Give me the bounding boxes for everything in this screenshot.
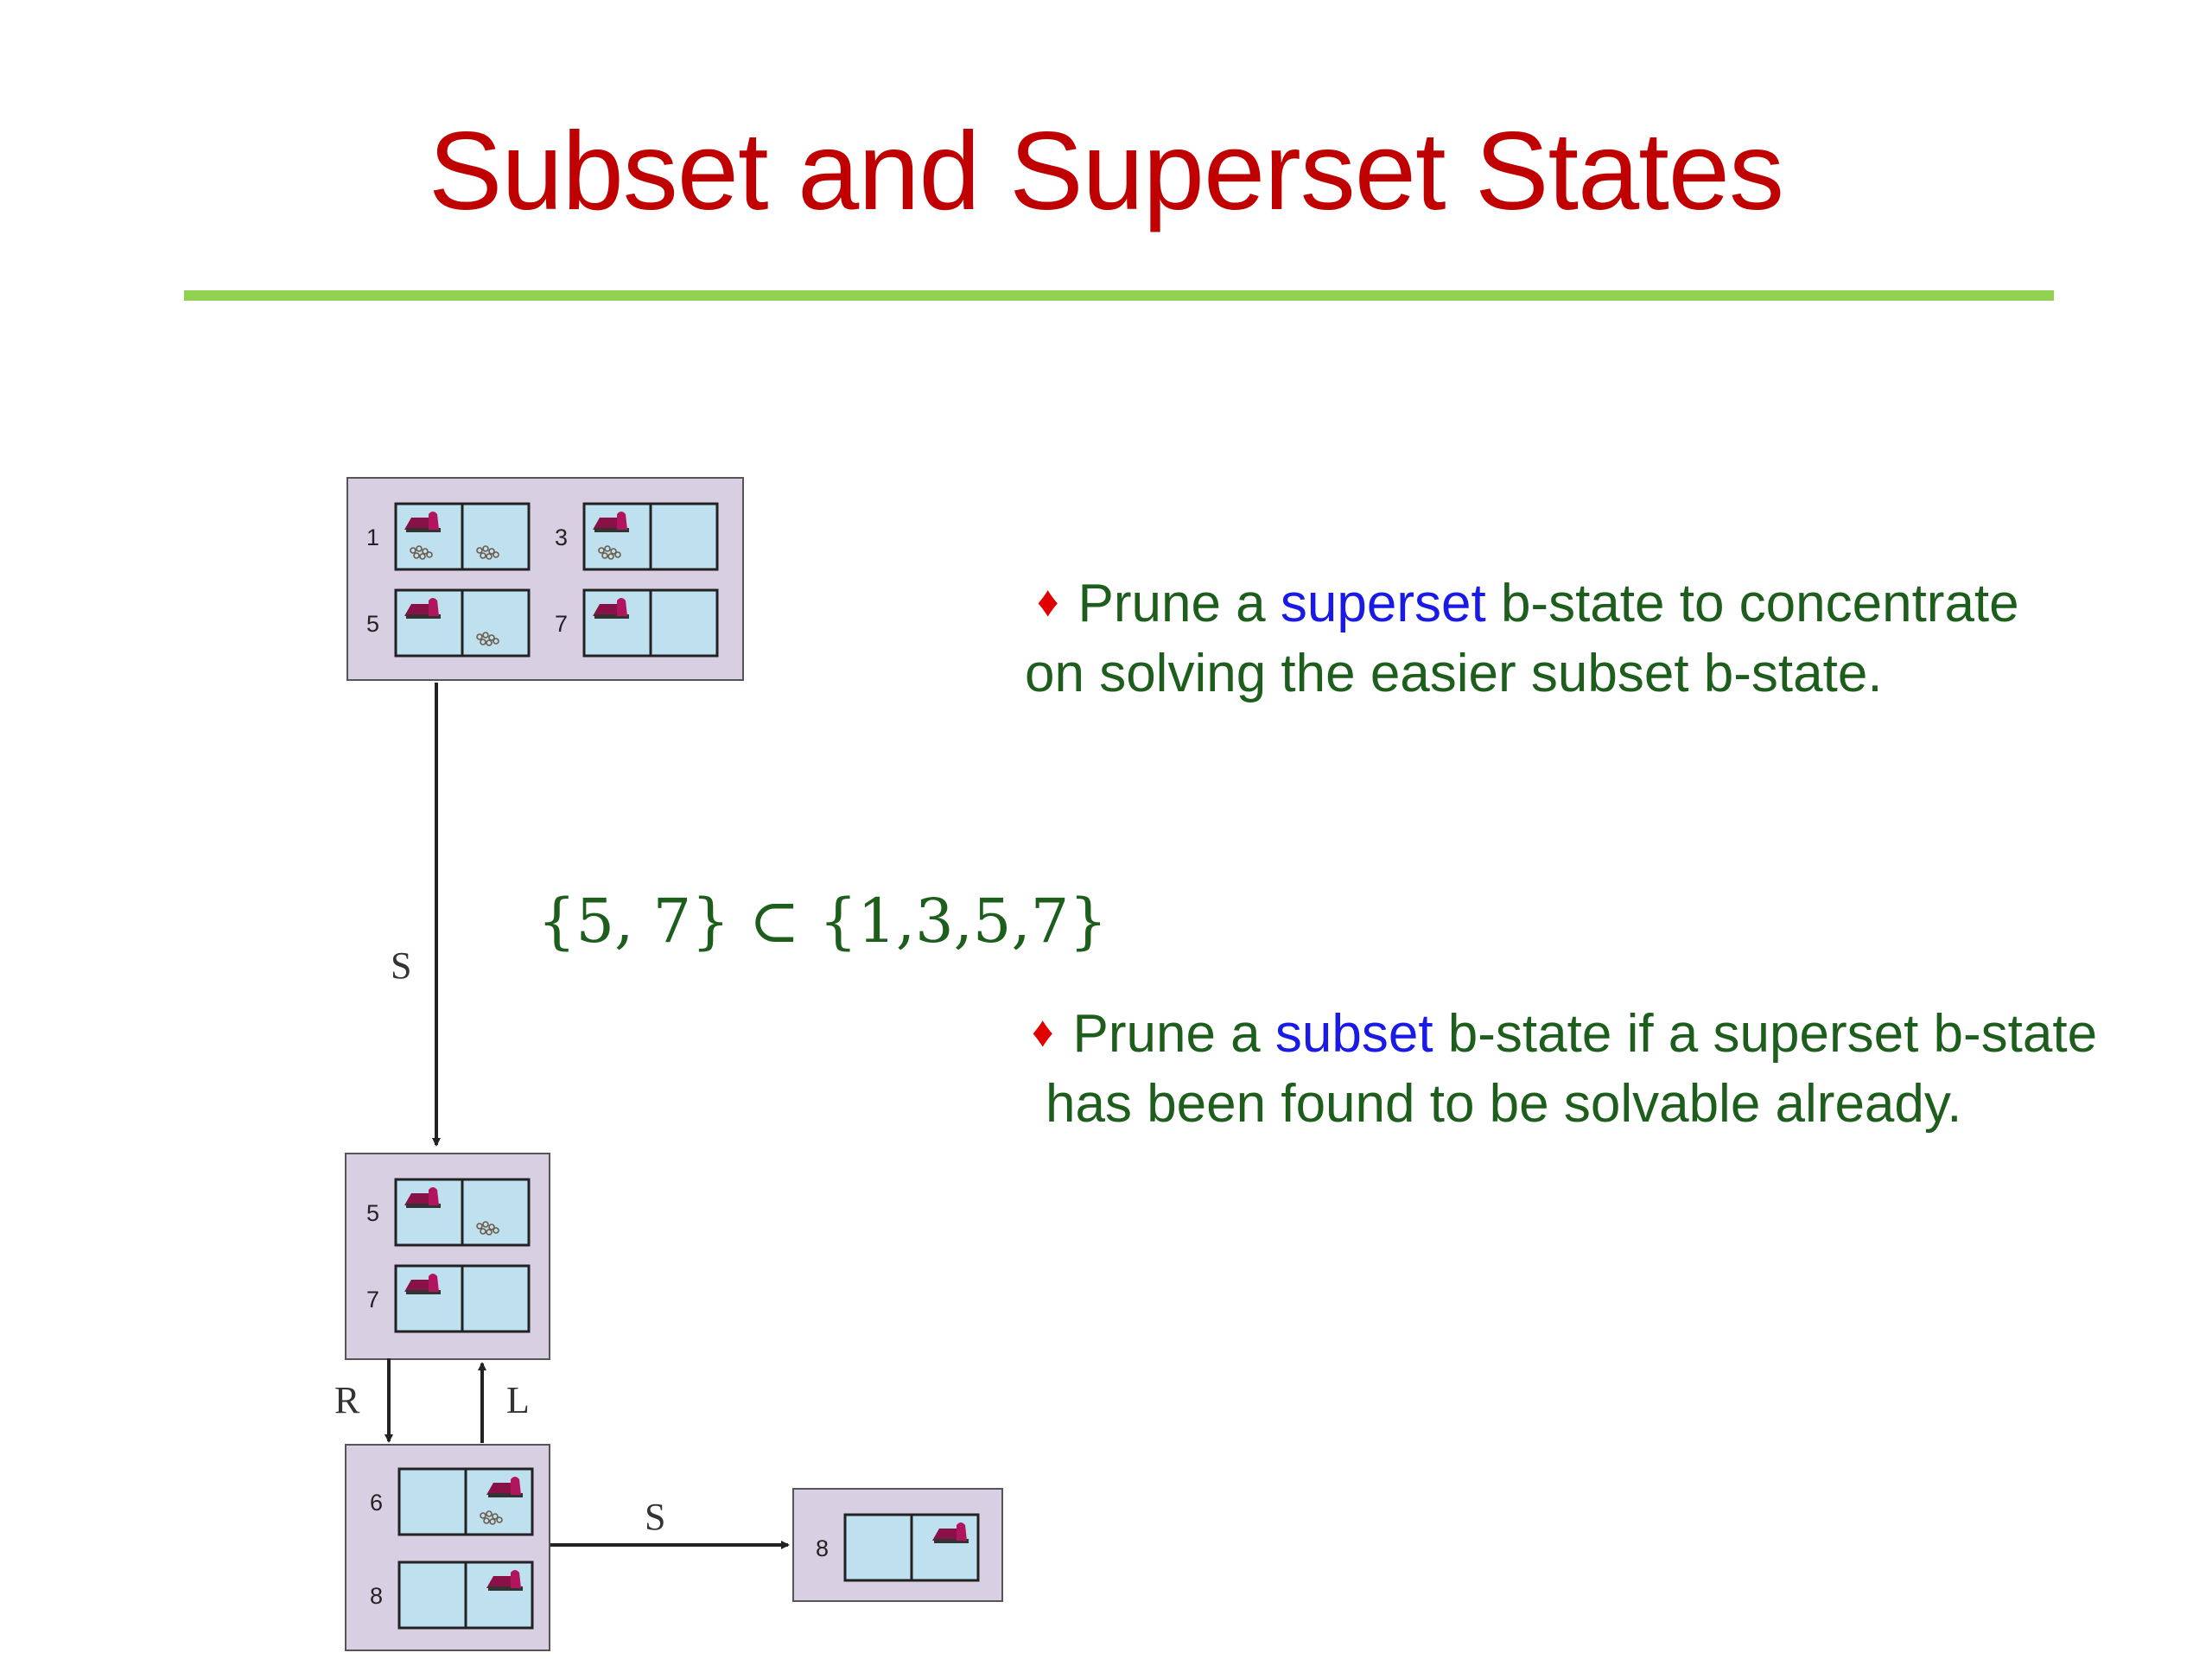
bullet-superset: ♦ Prune a superset b-state to concentrate… [1025,570,2019,708]
bullet-marker-icon: ♦ [1037,577,1059,626]
bullet-subset: ♦ Prune a subset b-state if a superset b-… [1032,1001,2097,1138]
edge-label-suck-top: S [391,944,412,987]
bullet-marker-icon: ♦ [1032,1007,1054,1056]
edge-label-left: L [506,1379,530,1421]
edge-label-right: R [334,1379,360,1421]
edge-label-suck-bottom: S [645,1496,666,1538]
state-number: 7 [555,611,568,637]
state-number: 5 [366,1200,379,1226]
subset-formula: {5, 7} ⊂ {1,3,5,7} [537,886,1108,957]
state-number: 7 [366,1287,379,1313]
bullet-text-before: Prune a [1072,1004,1275,1064]
state-number: 6 [370,1490,383,1516]
bullet-text-after: b-state to concentrate [1485,574,2019,633]
state-number: 3 [555,524,568,550]
state-number: 5 [366,611,379,637]
bullet-text-after: b-state if a superset b-state [1433,1004,2098,1064]
bullet-text-before: Prune a [1077,574,1281,633]
bullet-highlight: subset [1274,1004,1433,1064]
slide-title: Subset and Superset States [429,110,1784,233]
bullet-line2: has been found to be solvable already. [1046,1074,1962,1134]
state-number: 8 [370,1583,383,1609]
bullet-highlight: superset [1280,574,1486,633]
bullet-line2: on solving the easier subset b-state. [1025,644,1883,703]
state-number: 1 [366,524,379,550]
title-divider [184,290,2054,301]
state-number: 8 [816,1535,829,1561]
